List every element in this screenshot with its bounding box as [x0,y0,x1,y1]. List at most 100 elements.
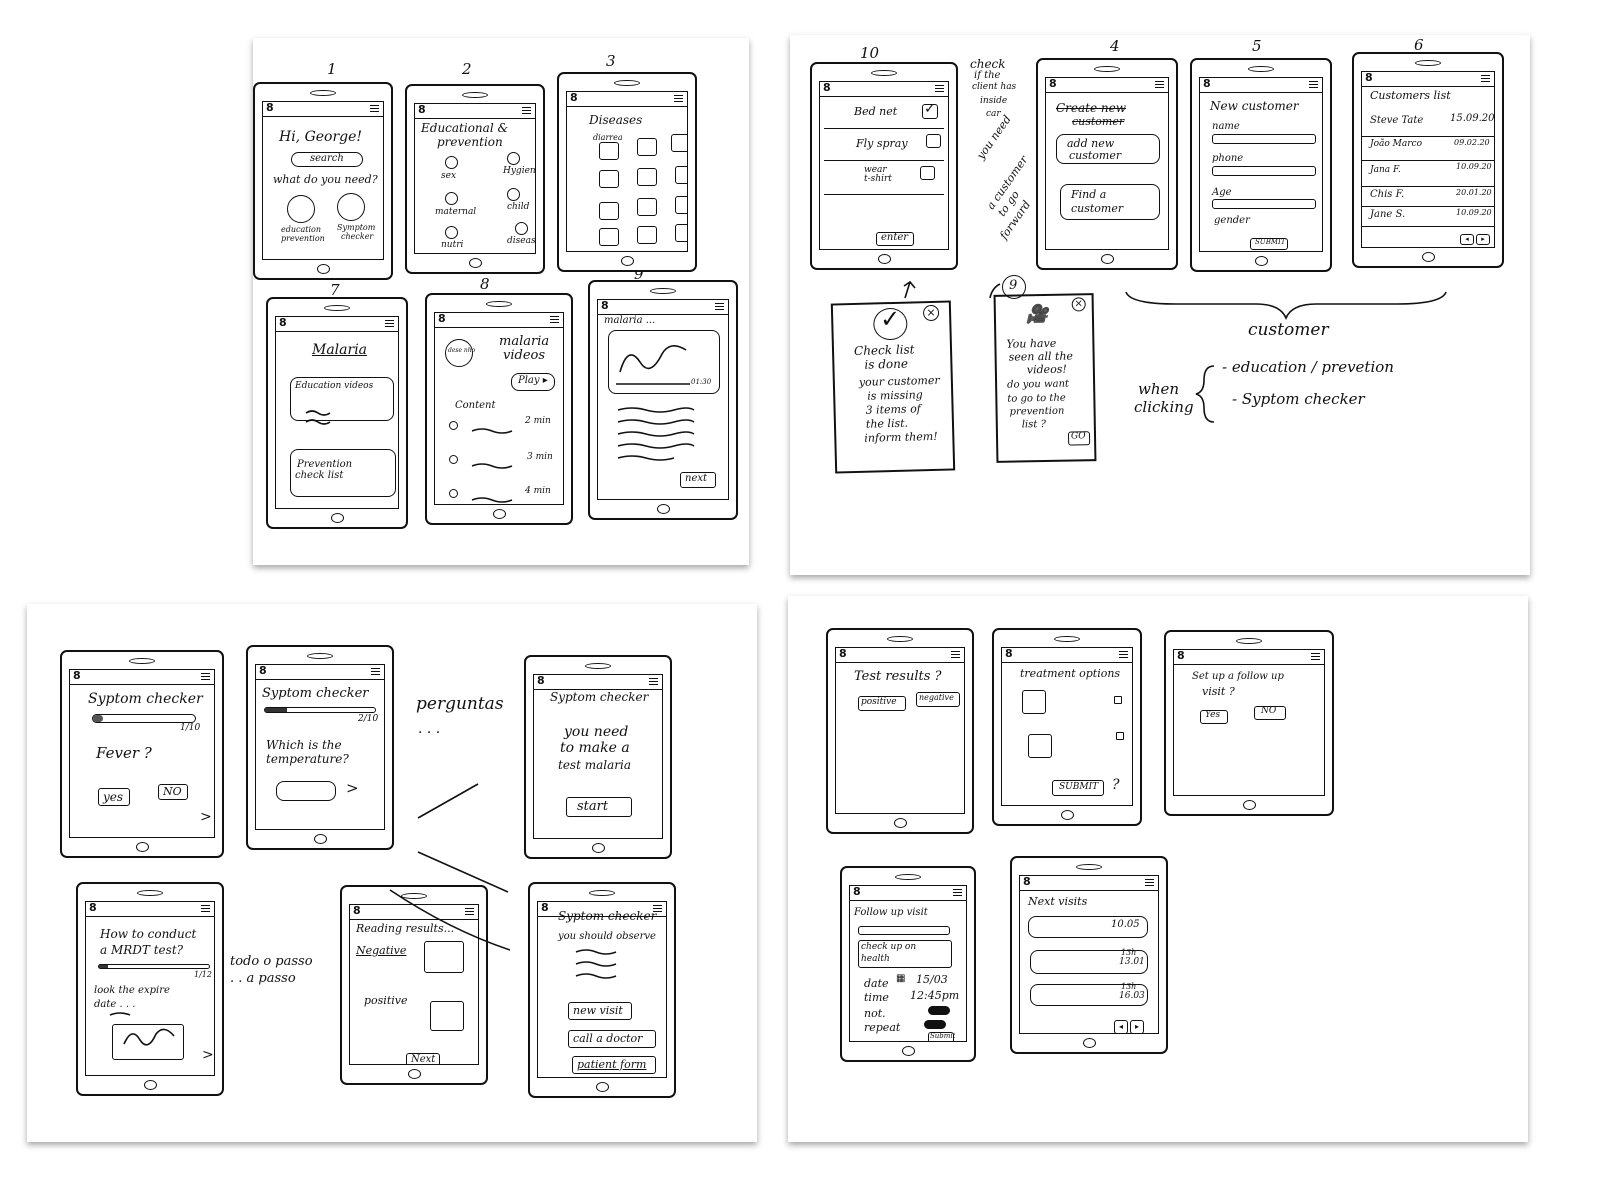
topic-icon[interactable] [515,222,528,235]
submit-button[interactable]: SUBMIT [1052,780,1104,796]
disease-tile[interactable] [637,138,657,156]
phone-input[interactable] [1212,166,1316,176]
disease-tile[interactable] [675,196,687,214]
video-player[interactable]: 01:30 [608,330,720,394]
chevron-right-icon[interactable]: > [200,809,212,825]
home-button[interactable] [330,513,344,523]
yes-button[interactable]: yes [98,788,130,806]
menu-icon[interactable] [550,316,559,323]
home-button[interactable] [316,264,330,274]
treatment-checkbox[interactable] [1114,696,1122,704]
home-button[interactable] [135,842,149,852]
disease-tile[interactable] [599,170,619,188]
visit-card[interactable]: 13h 13.01 [1030,948,1148,974]
chevron-right-icon[interactable]: > [202,1047,214,1063]
menu-icon[interactable] [522,107,531,114]
home-button[interactable] [313,834,327,844]
next-button[interactable]: Next [406,1053,440,1064]
negative-button[interactable]: negative [916,692,960,707]
disease-tile[interactable] [637,198,657,216]
disease-tile[interactable] [671,134,687,152]
name-input[interactable] [1212,134,1316,144]
list-item[interactable]: Jana F. 10.09.20 [1362,160,1494,187]
menu-icon[interactable] [201,673,210,680]
patient-form-button[interactable]: patient form [572,1056,656,1074]
menu-icon[interactable] [371,668,380,675]
no-button[interactable]: NO [1254,706,1286,720]
home-button[interactable] [1421,252,1435,262]
visit-card[interactable]: 13h 16.03 [1030,982,1148,1006]
next-page-button[interactable]: ▸ [1130,1020,1144,1033]
submit-button[interactable]: SUBMIT [1250,238,1288,250]
video-item-icon[interactable] [449,421,458,430]
disease-tile[interactable] [675,166,687,184]
checklist-checkbox[interactable] [926,134,941,148]
home-button[interactable] [1060,810,1074,820]
checklist-checkbox[interactable] [920,166,935,180]
education-videos-card[interactable]: Education videos [290,377,394,421]
menu-icon[interactable] [653,905,662,912]
disease-tile[interactable] [637,168,657,186]
search-input[interactable]: search [291,152,363,167]
topic-icon[interactable] [445,226,458,239]
menu-icon[interactable] [370,105,379,112]
menu-icon[interactable] [674,95,683,102]
home-button[interactable] [1242,800,1256,810]
symptom-checker-icon[interactable] [337,193,365,221]
menu-icon[interactable] [201,905,210,912]
home-button[interactable] [1100,254,1114,264]
visit-card[interactable]: 10.05 [1028,916,1148,938]
menu-icon[interactable] [465,908,474,915]
call-doctor-button[interactable]: call a doctor [568,1030,656,1048]
prev-page-button[interactable]: ◂ [1460,234,1474,245]
add-new-customer-button[interactable]: add new customer [1056,134,1160,164]
prev-page-button[interactable]: ◂ [1114,1020,1128,1033]
next-page-button[interactable]: ▸ [1476,234,1490,245]
prevention-checklist-card[interactable]: Prevention check list [290,449,396,497]
menu-icon[interactable] [715,303,724,310]
home-button[interactable] [893,818,907,828]
home-button[interactable] [620,256,634,266]
home-button[interactable] [1082,1038,1096,1048]
find-customer-button[interactable]: Find a customer [1060,184,1160,220]
positive-button[interactable]: positive [858,696,906,711]
home-button[interactable] [492,509,506,519]
menu-icon[interactable] [935,85,944,92]
home-button[interactable] [143,1080,157,1090]
enter-button[interactable]: enter [876,232,914,246]
topic-icon[interactable] [445,192,458,205]
menu-icon[interactable] [385,320,394,327]
menu-icon[interactable] [953,889,962,896]
menu-icon[interactable] [1119,651,1128,658]
home-button[interactable] [468,258,482,268]
notification-toggle[interactable] [928,1006,950,1015]
disease-tile[interactable] [599,142,619,160]
treatment-checkbox[interactable] [1116,732,1124,740]
topic-icon[interactable] [507,152,520,165]
temperature-input[interactable] [276,781,336,801]
age-input[interactable] [1212,199,1316,209]
chevron-right-icon[interactable]: > [346,779,359,797]
disease-tile[interactable] [637,226,657,244]
menu-icon[interactable] [649,678,658,685]
menu-icon[interactable] [1155,81,1164,88]
menu-icon[interactable] [1145,879,1154,886]
menu-icon[interactable] [1481,75,1490,82]
menu-icon[interactable] [1309,81,1318,88]
video-item-icon[interactable] [449,455,458,464]
home-button[interactable] [407,1069,421,1079]
visit-type-input[interactable] [858,926,950,935]
video-item-icon[interactable] [449,489,458,498]
home-button[interactable] [901,1046,915,1056]
notes-input[interactable]: check up on health [858,940,952,968]
home-button[interactable] [656,504,670,514]
yes-button[interactable]: Yes [1200,710,1228,724]
home-button[interactable] [1254,256,1268,266]
submit-button[interactable]: Submit [928,1032,955,1041]
home-button[interactable] [877,254,891,264]
topic-icon[interactable] [445,156,458,169]
repeat-toggle[interactable] [924,1020,946,1029]
education-icon[interactable] [287,195,315,223]
disease-tile[interactable] [599,228,619,246]
checklist-checkbox-checked[interactable]: ✓ [922,101,938,119]
